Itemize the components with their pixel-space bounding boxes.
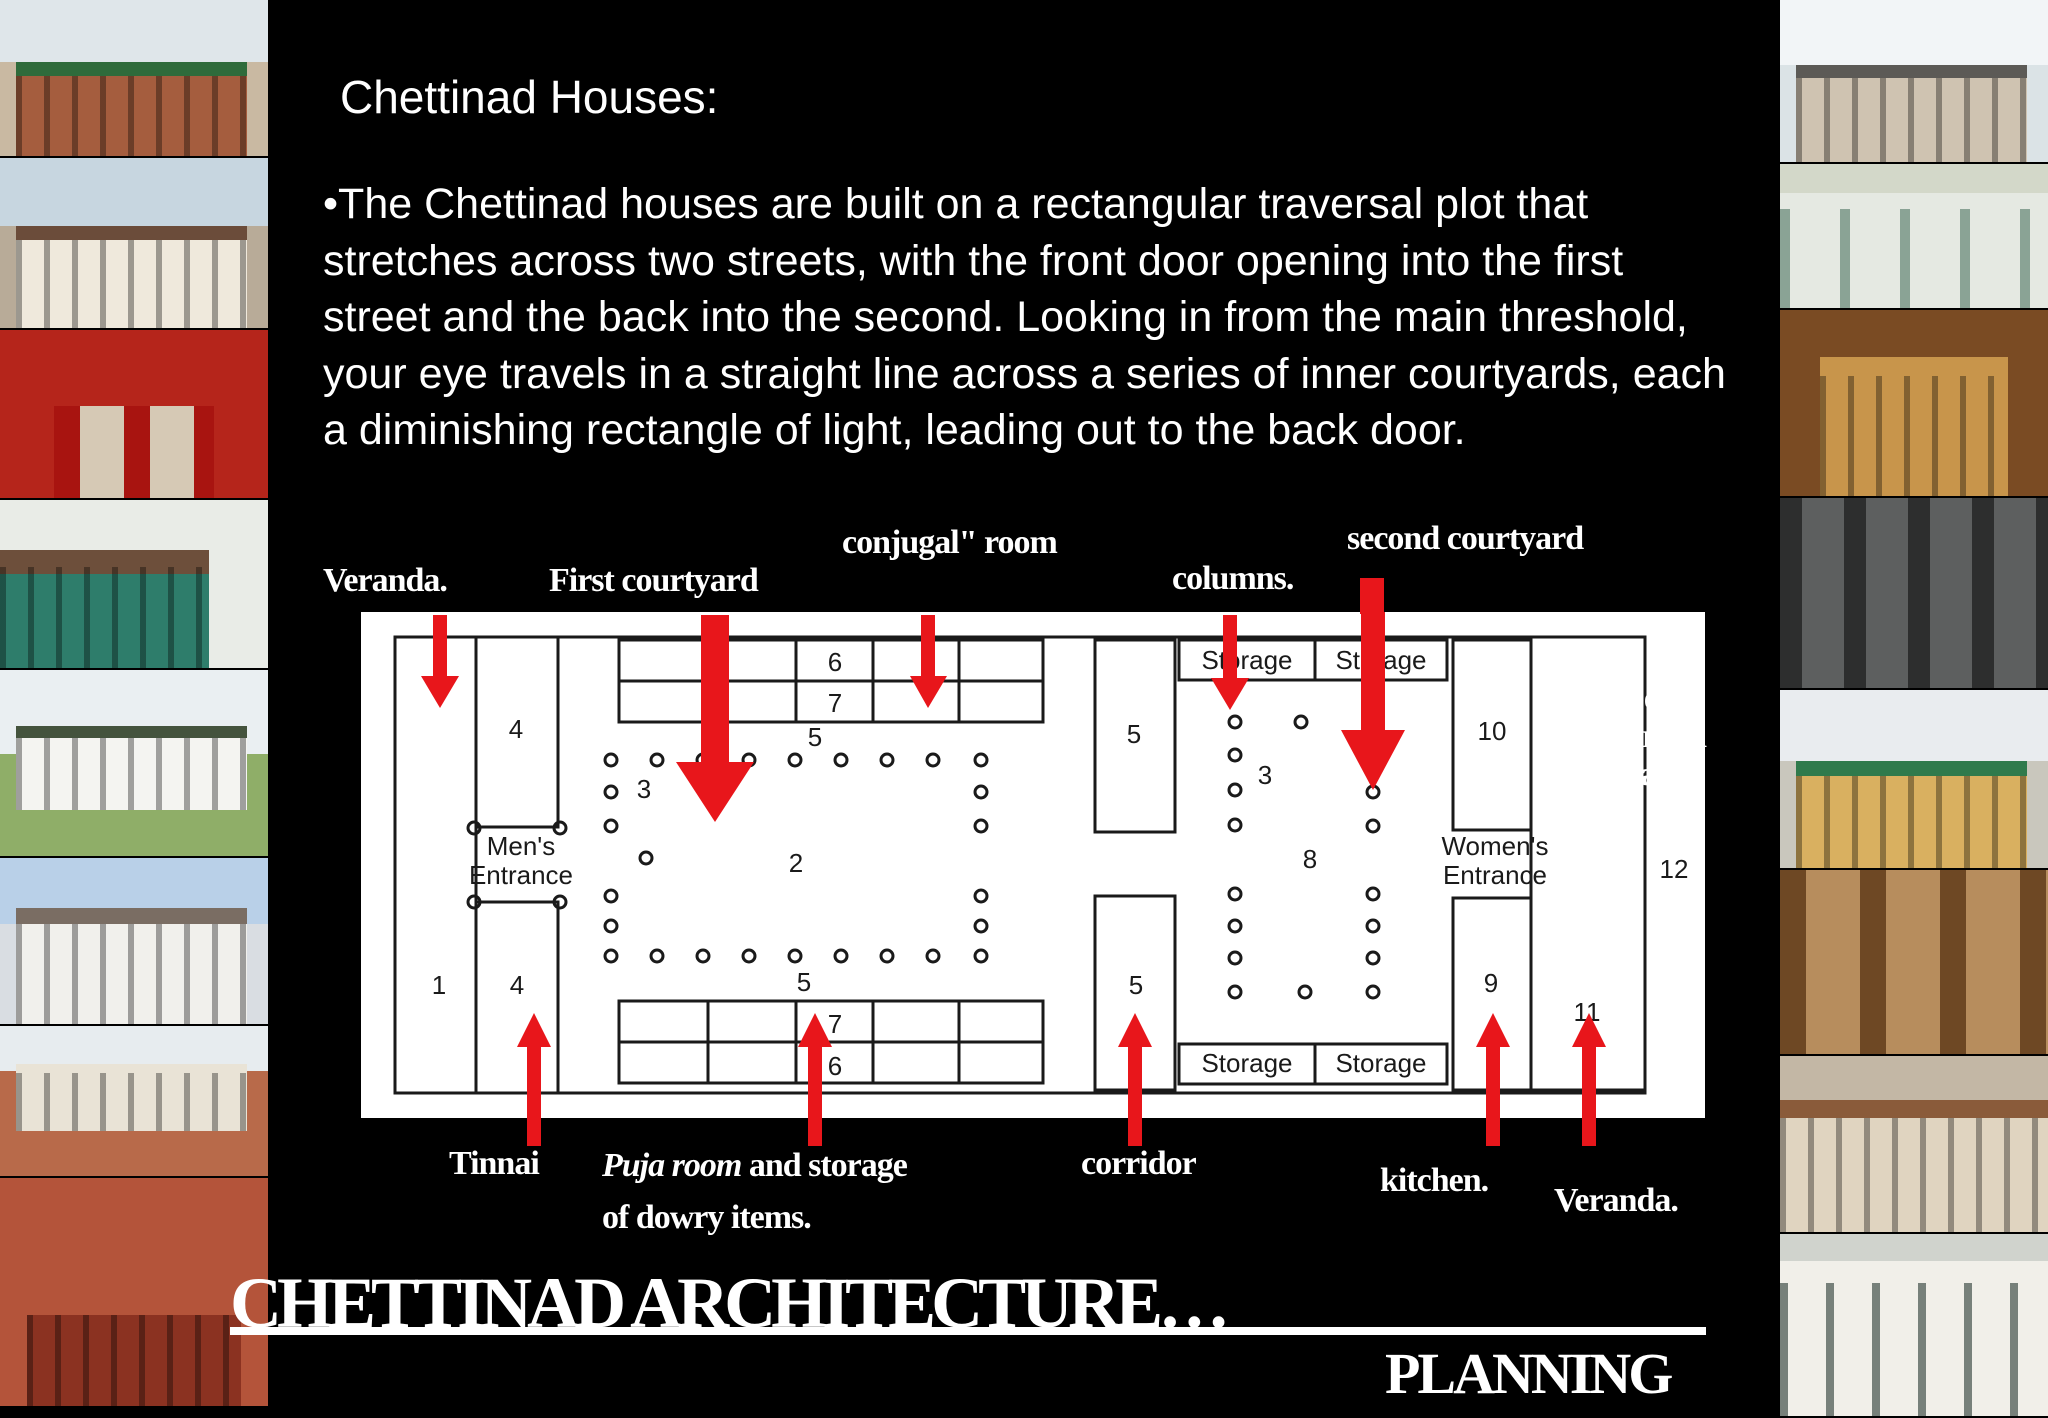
arrow-veranda-top-shaft (433, 615, 447, 677)
arrow-first-courtyard-head (676, 762, 754, 822)
label-dowry-items: of dowry items. (602, 1199, 812, 1236)
plan-arrows (421, 612, 1606, 1118)
room-number: 7 (828, 688, 842, 718)
arrow-tinnai-shaft (527, 1046, 541, 1118)
label-conjugal-room: conjugal" room (842, 524, 1058, 561)
arrow-columns-shaft (1223, 615, 1237, 679)
arrow-corridor-tail (1128, 1116, 1142, 1146)
storage-label: Storage (1201, 1048, 1292, 1078)
room-number: 2 (789, 848, 803, 878)
photo-courtyard-from-above (0, 1178, 268, 1408)
label-columns: columns. (1172, 560, 1294, 597)
arrow-puja-shaft (808, 1046, 822, 1118)
label-open-garden: open garden space (1610, 680, 1707, 794)
room-number: 10 (1478, 716, 1507, 746)
arrow-first-courtyard-shaft (701, 615, 729, 765)
photo-mansion-street (0, 158, 268, 330)
page-heading: Chettinad Houses: (340, 71, 719, 123)
arrow-veranda-bottom-tail (1582, 1116, 1596, 1146)
arrow-kitchen-tail (1486, 1116, 1500, 1146)
mens-entrance-label: Men's (487, 831, 556, 861)
room-number: 4 (510, 970, 524, 1000)
arrow-columns-head (1211, 678, 1249, 710)
label-puja-room-italic: Puja room (602, 1147, 742, 1184)
right-photo-strip (1780, 0, 2048, 1418)
room-number: 1 (432, 970, 446, 1000)
photo-red-pillared-hall (0, 330, 268, 500)
photo-wooden-veranda (1780, 1056, 2048, 1234)
room-number: 3 (1258, 760, 1272, 790)
plan-text: 1 2 3 3 4 4 5 5 5 5 6 6 7 7 8 9 10 11 12… (432, 645, 1689, 1081)
arrow-veranda-top-head (421, 676, 459, 708)
storage-label: Storage (1201, 645, 1292, 675)
label-first-courtyard: First courtyard (549, 562, 759, 599)
slide-subtitle: PLANNING (1385, 1341, 1673, 1406)
label-veranda-top: Veranda. (323, 562, 448, 599)
mens-entrance-label: Entrance (469, 860, 573, 890)
arrow-kitchen-head (1476, 1013, 1510, 1047)
room-number: 4 (509, 714, 523, 744)
photo-rooftop-mansion (1780, 0, 2048, 164)
photo-ornate-white-mansion (0, 858, 268, 1026)
arrow-second-courtyard-tail (1360, 578, 1384, 614)
label-open-garden-line: space (1610, 756, 1685, 793)
arrow-kitchen-shaft (1486, 1046, 1500, 1118)
arrow-corridor-head (1118, 1013, 1152, 1047)
arrow-tinnai-tail (527, 1116, 541, 1146)
arrow-corridor-shaft (1128, 1046, 1142, 1118)
photo-mansion-aerial (0, 1026, 268, 1178)
plan-columns (466, 714, 1381, 1000)
photo-white-house-lawn (0, 670, 268, 858)
arrow-conjugal-head (910, 676, 947, 708)
left-photo-strip (0, 0, 268, 1418)
label-puja-room: Puja room and storage (602, 1147, 908, 1185)
arrow-puja-tail (808, 1116, 822, 1146)
room-number: 3 (637, 774, 651, 804)
title-underline (230, 1327, 1706, 1335)
room-number: 5 (1129, 970, 1143, 1000)
room-number: 7 (828, 1009, 842, 1039)
label-open-garden-line: open (1610, 680, 1677, 717)
photo-temple-facade (1780, 690, 2048, 870)
room-number: 9 (1484, 968, 1498, 998)
storage-label: Storage (1335, 1048, 1426, 1078)
room-number: 12 (1660, 854, 1689, 884)
arrow-veranda-bottom-shaft (1582, 1046, 1596, 1118)
arrow-second-courtyard-head (1341, 730, 1405, 790)
photo-green-veranda (0, 500, 268, 670)
photo-pillar-corridor (1780, 498, 2048, 690)
womens-entrance-label: Women's (1441, 831, 1548, 861)
room-number: 8 (1303, 844, 1317, 874)
room-number: 5 (808, 722, 822, 752)
label-tinnai: Tinnai (449, 1145, 540, 1182)
label-open-garden-line: garden (1610, 718, 1707, 755)
arrow-conjugal-shaft (921, 615, 935, 677)
photo-mansion-facade (0, 0, 268, 158)
label-corridor: corridor (1081, 1145, 1197, 1182)
photo-golden-hall (1780, 310, 2048, 498)
room-number: 5 (1127, 719, 1141, 749)
room-number: 6 (828, 1051, 842, 1081)
plan-paper (361, 612, 1705, 1118)
plan-walls (393, 635, 1647, 1095)
label-veranda-bottom: Veranda. (1554, 1182, 1679, 1219)
arrow-veranda-bottom-head (1572, 1013, 1606, 1047)
arrow-tinnai-head (517, 1013, 551, 1047)
photo-white-courtyard (1780, 1234, 2048, 1418)
room-number: 5 (797, 967, 811, 997)
label-second-courtyard: second courtyard (1347, 520, 1584, 557)
photo-arched-balcony (1780, 164, 2048, 310)
label-kitchen: kitchen. (1380, 1162, 1489, 1199)
arrow-puja-head (798, 1013, 832, 1047)
womens-entrance-label: Entrance (1443, 860, 1547, 890)
photo-carved-columns (1780, 870, 2048, 1056)
label-puja-room-rest: and storage (741, 1147, 908, 1184)
description-paragraph: •The Chettinad houses are built on a rec… (323, 180, 1726, 454)
room-number: 6 (828, 647, 842, 677)
arrow-second-courtyard-shaft (1361, 612, 1385, 732)
floor-plan: 1 2 3 3 4 4 5 5 5 5 6 6 7 7 8 9 10 11 12… (361, 612, 1705, 1118)
